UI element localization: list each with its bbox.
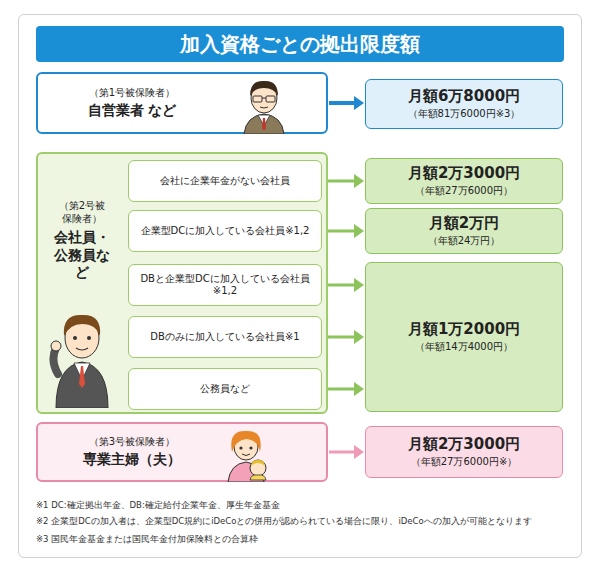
- yearly-amount: （年額81万6000円※3）: [408, 108, 521, 121]
- arrow-connector: [323, 278, 364, 292]
- footnote: ※1 DC:確定拠出年金、DB:確定給付企業年金、厚生年金基金: [36, 500, 576, 510]
- member-label: DBのみに加入している会社員※1: [150, 331, 299, 344]
- monthly-amount: 月額2万3000円: [408, 164, 520, 183]
- arrow-connector: [323, 224, 364, 238]
- member-box: DBのみに加入している会社員※1: [128, 316, 322, 358]
- member-box: 公務員など: [128, 368, 322, 410]
- footnote: ※3 国民年金基金または国民年金付加保険料との合算枠: [36, 534, 576, 544]
- group-heading: （第2号被保険者） 会社員・公務員など: [42, 200, 122, 282]
- arrow-connector: [329, 445, 364, 459]
- category-group: （第2号被保険者） 会社員・公務員など 会社に企業年金がない会社員企業型DCに加入し…: [36, 152, 328, 414]
- member-box: 企業型DCに加入している会社員※1,2: [128, 210, 322, 252]
- group-title: 会社員・公務員など: [53, 229, 112, 282]
- group-subtitle: （第2号被保険者）: [55, 200, 110, 225]
- member-label: 公務員など: [200, 383, 250, 396]
- monthly-amount: 月額2万円: [429, 214, 499, 233]
- member-label: 会社に企業年金がない会社員: [160, 175, 290, 188]
- title-text: 加入資格ごとの拠出限度額: [180, 31, 420, 58]
- category-subtitle: （第3号被保険者）: [89, 436, 175, 449]
- limit-box: 月額6万8000円 （年額81万6000円※3）: [365, 79, 563, 129]
- yearly-amount: （年額14万4000円）: [415, 341, 513, 354]
- category-title: 自営業者 など: [88, 102, 177, 120]
- limit-box: 月額2万3000円 （年額27万6000円）: [365, 158, 563, 204]
- member-label: 企業型DCに加入している会社員※1,2: [141, 225, 310, 238]
- footnote: ※2 企業型DCの加入者は、企業型DC規約にiDeCoとの併用が認められている場…: [36, 516, 576, 526]
- member-box: DBと企業型DCに加入している会社員※1,2: [128, 264, 322, 306]
- title-bar: 加入資格ごとの拠出限度額: [36, 26, 564, 62]
- category-box: （第1号被保険者） 自営業者 など: [36, 72, 328, 134]
- category-subtitle: （第1号被保険者）: [89, 87, 175, 100]
- limit-box: 月額1万2000円 （年額14万4000円）: [365, 262, 563, 412]
- member-box: 会社に企業年金がない会社員: [128, 160, 322, 202]
- monthly-amount: 月額1万2000円: [408, 320, 520, 339]
- arrow-connector: [323, 382, 364, 396]
- self-employed-illustration: [238, 76, 290, 134]
- arrow-connector: [323, 174, 364, 188]
- homemaker-illustration: [220, 426, 276, 482]
- arrow-connector: [323, 330, 364, 344]
- limit-box: 月額2万円 （年額24万円）: [365, 208, 563, 254]
- limit-box: 月額2万3000円 （年額27万6000円※）: [365, 426, 563, 478]
- yearly-amount: （年額27万6000円）: [415, 185, 513, 198]
- category-box: （第3号被保険者） 専業主婦（夫）: [36, 422, 328, 482]
- category-title: 専業主婦（夫）: [83, 451, 181, 469]
- yearly-amount: （年額24万円）: [428, 235, 501, 248]
- office-worker-illustration: [46, 304, 118, 408]
- yearly-amount: （年額27万6000円※）: [411, 456, 518, 469]
- monthly-amount: 月額6万8000円: [408, 87, 520, 106]
- arrow-connector: [329, 96, 364, 110]
- member-label: DBと企業型DCに加入している会社員※1,2: [135, 273, 315, 298]
- monthly-amount: 月額2万3000円: [408, 435, 520, 454]
